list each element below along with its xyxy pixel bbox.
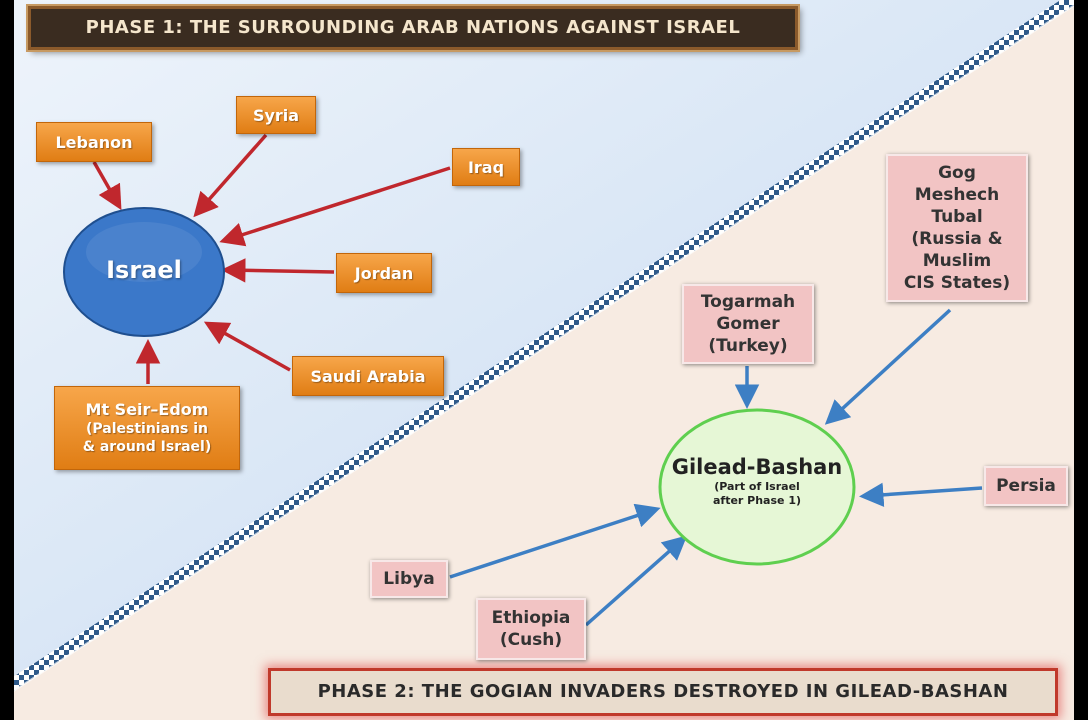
mt-seir-edom-line2: (Palestinians in xyxy=(85,421,208,437)
libya-box: Libya xyxy=(370,560,448,598)
jordan-label: Jordan xyxy=(354,263,414,283)
togarmah-line2: Gomer xyxy=(716,314,780,334)
persia-label: Persia xyxy=(996,476,1056,496)
phase1-banner: PHASE 1: THE SURROUNDING ARAB NATIONS AG… xyxy=(28,6,798,50)
jordan-box: Jordan xyxy=(336,253,432,293)
iraq-label: Iraq xyxy=(467,157,505,177)
gog-line4: (Russia & xyxy=(911,229,1003,249)
israel-label: Israel xyxy=(106,256,182,284)
persia-box: Persia xyxy=(984,466,1068,506)
gilead-bashan-sub2: after Phase 1) xyxy=(712,494,802,507)
phase2-banner: PHASE 2: THE GOGIAN INVADERS DESTROYED I… xyxy=(268,668,1058,716)
ethiopia-line1: Ethiopia xyxy=(491,608,571,628)
lebanon-label: Lebanon xyxy=(55,132,133,152)
lebanon-box: Lebanon xyxy=(36,122,152,162)
syria-box: Syria xyxy=(236,96,316,134)
syria-label: Syria xyxy=(252,105,300,125)
ethiopia-line2: (Cush) xyxy=(499,630,563,650)
gog-line3: Tubal xyxy=(931,207,983,227)
gog-line2: Meshech xyxy=(914,185,1000,205)
saudi-arabia-label: Saudi Arabia xyxy=(310,366,426,386)
gilead-bashan-sub1: (Part of Israel xyxy=(714,480,800,493)
diagonal-divider xyxy=(14,0,1074,691)
gog-line5: Muslim xyxy=(922,251,992,271)
mt-seir-edom-line3: & around Israel) xyxy=(82,439,212,455)
gog-box: Gog Meshech Tubal (Russia & Muslim CIS S… xyxy=(886,154,1028,302)
togarmah-line1: Togarmah xyxy=(700,292,796,312)
libya-label: Libya xyxy=(383,569,435,589)
mt-seir-edom-box: Mt Seir–Edom (Palestinians in & around I… xyxy=(54,386,240,470)
diagram-stage: PHASE 1: THE SURROUNDING ARAB NATIONS AG… xyxy=(14,0,1074,720)
togarmah-box: Togarmah Gomer (Turkey) xyxy=(682,284,814,364)
saudi-arabia-box: Saudi Arabia xyxy=(292,356,444,396)
gog-line6: CIS States) xyxy=(903,273,1011,293)
gog-line1: Gog xyxy=(938,163,976,183)
mt-seir-edom-line1: Mt Seir–Edom xyxy=(85,400,209,419)
gilead-bashan-label: Gilead-Bashan (Part of Israel after Phas… xyxy=(660,454,854,508)
togarmah-line3: (Turkey) xyxy=(708,336,788,356)
iraq-box: Iraq xyxy=(452,148,520,186)
gilead-bashan-title: Gilead-Bashan xyxy=(671,455,843,479)
ethiopia-box: Ethiopia (Cush) xyxy=(476,598,586,660)
